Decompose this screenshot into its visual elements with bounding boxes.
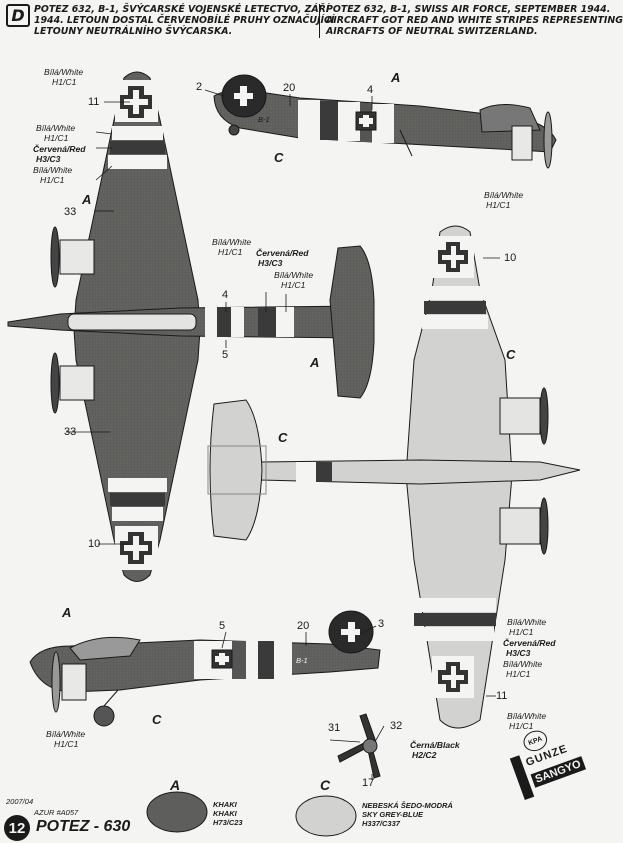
label-red: Červená/Red bbox=[503, 638, 556, 648]
callout-10: 10 bbox=[504, 252, 517, 264]
label-h1: H1/C1 bbox=[506, 669, 531, 679]
label-h3: H3/C3 bbox=[258, 258, 283, 268]
label-h1: H1/C1 bbox=[218, 247, 243, 257]
plan-view-lower bbox=[207, 225, 581, 729]
plan-view-upper bbox=[7, 71, 375, 582]
color-code-c: C bbox=[152, 712, 162, 727]
label-h3: H3/C3 bbox=[506, 648, 531, 658]
callout-4: 4 bbox=[222, 289, 229, 301]
label-h1: H1/C1 bbox=[44, 133, 69, 143]
label-red: Červená/Red bbox=[33, 144, 86, 154]
caption-czech: POTEZ 632, B-1, ŠVÝCARSKÉ VOJENSKÉ LETEC… bbox=[34, 4, 335, 37]
label-h1: H1/C1 bbox=[281, 280, 306, 290]
color-code-a: A bbox=[62, 605, 72, 620]
callout-11: 11 bbox=[88, 96, 100, 108]
callout-5: 5 bbox=[219, 620, 226, 632]
label-white: Bílá/White bbox=[484, 190, 524, 200]
section-letter-box: D bbox=[6, 4, 30, 27]
label-h1: H1/C1 bbox=[54, 739, 79, 749]
label-h2: H2/C2 bbox=[412, 750, 437, 760]
label-white: Bílá/White bbox=[503, 659, 543, 669]
swatch-khaki bbox=[146, 791, 208, 833]
callout-2: 2 bbox=[196, 81, 203, 93]
color-code-c: C bbox=[506, 347, 516, 362]
serial-side-bottom: B-1 bbox=[296, 656, 308, 665]
callout-4: 4 bbox=[367, 84, 374, 96]
leader-lines bbox=[66, 89, 500, 780]
legend-letter-a: A bbox=[170, 777, 181, 793]
legend-sky-text: NEBESKÁ ŠEDO-MODRÁ SKY GREY-BLUE H337/C3… bbox=[362, 801, 453, 828]
callout-32: 32 bbox=[390, 720, 403, 732]
page-number-badge: 12 bbox=[4, 815, 30, 841]
color-code-a: A bbox=[310, 355, 320, 370]
swatch-sky-grey-blue bbox=[295, 795, 357, 837]
label-h1: H1/C1 bbox=[509, 721, 534, 731]
side-stripe-black bbox=[320, 101, 338, 140]
engine-nacelle-top bbox=[511, 125, 533, 161]
caption-divider bbox=[319, 4, 320, 38]
color-code-a: A bbox=[391, 70, 401, 85]
legend-khaki-text: KHAKI KHAKI H73/C23 bbox=[213, 800, 243, 827]
callout-20: 20 bbox=[297, 620, 310, 632]
footer-code: AZUR #A057 bbox=[34, 808, 79, 817]
color-code-c: C bbox=[274, 150, 284, 165]
label-white: Bílá/White bbox=[36, 123, 76, 133]
side-view-bottom bbox=[29, 610, 381, 727]
footer-date: 2007/04 bbox=[6, 797, 34, 806]
side-stripe-white-1 bbox=[298, 100, 320, 140]
aircraft-drawings bbox=[7, 71, 581, 837]
label-h1: H1/C1 bbox=[486, 200, 511, 210]
legend-letter-c: C bbox=[320, 777, 331, 793]
callout-31: 31 bbox=[328, 722, 341, 734]
callout-17: 17 bbox=[362, 777, 375, 789]
label-white: Bílá/White bbox=[507, 617, 547, 627]
label-white: Bílá/White bbox=[507, 711, 547, 721]
label-red: Červená/Red bbox=[256, 248, 309, 258]
callout-33: 33 bbox=[64, 206, 77, 218]
label-white: Bílá/White bbox=[44, 67, 84, 77]
color-code-a: A bbox=[82, 192, 92, 207]
label-h3: H3/C3 bbox=[36, 154, 61, 164]
callout-20: 20 bbox=[283, 82, 296, 94]
side-view-top bbox=[213, 74, 557, 169]
label-white: Bílá/White bbox=[33, 165, 73, 175]
label-h1: H1/C1 bbox=[40, 175, 65, 185]
callout-33: 33 bbox=[64, 426, 77, 438]
propeller-detail bbox=[337, 713, 381, 779]
callout-10: 10 bbox=[88, 538, 101, 550]
footer-title: POTEZ - 630 bbox=[36, 818, 131, 835]
color-code-c: C bbox=[278, 430, 288, 445]
label-white: Bílá/White bbox=[274, 270, 314, 280]
callout-11: 11 bbox=[496, 690, 508, 702]
label-white: Bílá/White bbox=[46, 729, 86, 739]
label-black: Černá/Black bbox=[410, 740, 460, 750]
label-h1: H1/C1 bbox=[52, 77, 77, 87]
label-h1: H1/C1 bbox=[509, 627, 534, 637]
serial-side-top: B-1 bbox=[258, 115, 270, 124]
label-white: Bílá/White bbox=[212, 237, 252, 247]
callout-5: 5 bbox=[222, 349, 229, 361]
caption-english: POTEZ 632, B-1, SWISS AIR FORCE, SEPTEMB… bbox=[326, 4, 623, 37]
callout-3: 3 bbox=[378, 618, 385, 630]
